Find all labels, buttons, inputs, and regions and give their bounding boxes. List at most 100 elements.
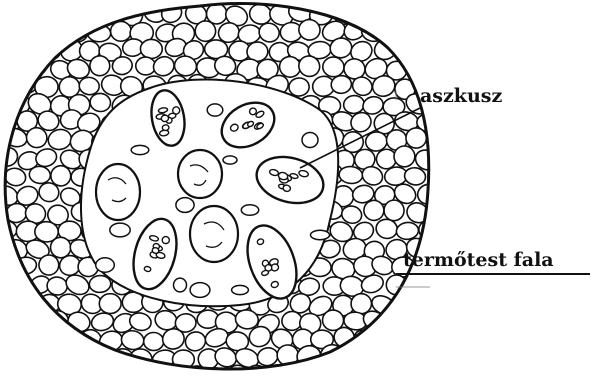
filler-cell: [110, 223, 130, 237]
wall-cell: [309, 362, 334, 374]
wall-cell: [0, 4, 19, 28]
wall-cell: [0, 59, 6, 80]
wall-cell: [330, 75, 352, 95]
wall-cell: [382, 307, 409, 333]
wall-cell: [15, 326, 41, 349]
wall-cell: [21, 307, 50, 334]
wall-cell: [6, 58, 29, 76]
ascus-label: aszkusz: [420, 87, 502, 106]
wall-cell: [343, 347, 365, 367]
wall-cell: [128, 311, 153, 333]
wall-cell: [111, 21, 132, 41]
filler-cell: [96, 258, 115, 272]
round-cell: [96, 164, 140, 220]
wall-cell: [411, 327, 438, 352]
round-cell: [178, 150, 222, 198]
wall-cell: [0, 330, 18, 352]
wall-cell: [65, 342, 92, 368]
wall-cell: [43, 19, 70, 45]
wall-cell: [35, 362, 63, 374]
wall-cell: [23, 19, 51, 45]
wall-cell: [353, 1, 379, 26]
wall-cell: [151, 0, 176, 8]
filler-cell: [241, 205, 258, 216]
spore: [161, 115, 169, 123]
wall-cell: [140, 39, 162, 59]
wall-cell: [424, 309, 451, 332]
wall-cell: [371, 327, 395, 347]
wall-cell: [37, 36, 64, 63]
wall-cell: [401, 19, 427, 44]
wall-cell: [11, 2, 40, 29]
wall-cell: [423, 344, 451, 370]
wall-cell: [0, 24, 7, 44]
wall-cell: [99, 294, 121, 314]
wall-cell: [342, 94, 365, 114]
wall-cell: [13, 363, 41, 374]
wall-cell: [394, 1, 418, 22]
wall-cell: [367, 360, 396, 374]
wall-cell: [424, 276, 446, 295]
wall-cell: [0, 37, 19, 63]
wall-cell: [12, 35, 40, 62]
filler-cell: [174, 278, 187, 292]
wall-cell: [0, 362, 18, 374]
filler-cell: [223, 156, 237, 164]
wall-cell: [121, 364, 146, 374]
wall-cell: [36, 328, 60, 347]
wall-cell: [25, 345, 54, 373]
wall-cell: [384, 200, 404, 221]
wall-cell: [0, 308, 6, 330]
wall-cell: [4, 0, 29, 4]
wall-cell: [78, 76, 100, 96]
wall-cell: [46, 276, 68, 296]
filler-cell: [207, 104, 223, 116]
wall-cell: [384, 21, 406, 39]
wall-cell: [34, 0, 61, 25]
wall-cell: [0, 72, 19, 98]
filler-cell: [302, 133, 318, 148]
wall-cell: [7, 274, 27, 292]
wall-cell: [55, 0, 82, 26]
wall-cell: [0, 260, 20, 278]
wall-cell: [77, 2, 101, 21]
wall-cell: [2, 343, 30, 370]
wall-cell: [26, 0, 48, 6]
wall-cell: [140, 364, 167, 374]
wall-cell: [358, 0, 386, 9]
wall-cell: [129, 0, 154, 7]
wall-cell: [0, 349, 7, 371]
wall-cell: [338, 0, 366, 10]
wall-cell: [144, 332, 164, 350]
wall-cell: [393, 328, 420, 353]
wall-cell: [0, 92, 9, 113]
wall-cell: [90, 0, 111, 8]
fruiting-body-wall-label: termőtest fala: [403, 251, 554, 270]
wall-cell: [9, 24, 29, 42]
round-cell: [190, 206, 238, 262]
spore: [162, 124, 169, 131]
wall-cell: [360, 343, 388, 370]
wall-cell: [288, 77, 309, 96]
wall-cell: [0, 291, 18, 317]
wall-cell: [97, 363, 123, 374]
wall-cell: [347, 363, 374, 374]
wall-cell: [63, 0, 93, 9]
wall-cell: [383, 344, 411, 369]
wall-cell: [392, 366, 415, 374]
wall-cell: [0, 275, 8, 299]
wall-cell: [401, 0, 430, 12]
wall-cell: [112, 0, 133, 6]
wall-cell: [421, 0, 449, 10]
wall-cell: [28, 165, 51, 184]
wall-cell: [75, 362, 104, 374]
wall-cell: [411, 360, 441, 374]
filler-cell: [176, 198, 194, 213]
wall-cell: [60, 366, 82, 374]
wall-cell: [6, 313, 30, 333]
wall-cell: [414, 41, 438, 63]
filler-cell: [232, 285, 249, 294]
wall-cell: [403, 347, 428, 367]
wall-cell: [406, 313, 431, 332]
